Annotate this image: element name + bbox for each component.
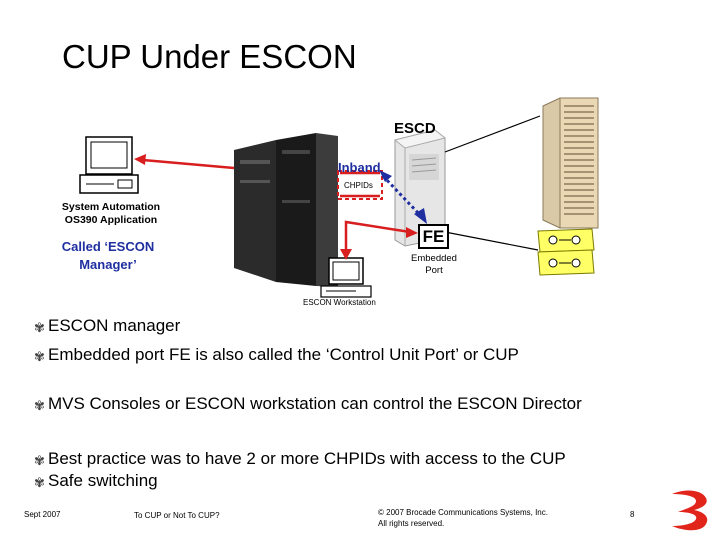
bullet-marker-icon: ✾ — [34, 475, 45, 490]
bullet-text: MVS Consoles or ESCON workstation can co… — [48, 394, 582, 413]
footer-date: Sept 2007 — [24, 510, 61, 519]
connection-escd-workstation — [344, 220, 411, 253]
bullet-text: Best practice was to have 2 or more CHPI… — [48, 449, 566, 468]
page-title: CUP Under ESCON — [62, 38, 357, 75]
embedded-port-label: Embedded Port — [411, 253, 457, 276]
bullet-item: ✾ Best practice was to have 2 or more CH… — [34, 449, 566, 469]
link-escd-storage — [444, 115, 541, 153]
brocade-logo-icon — [672, 490, 708, 531]
system-automation-label: System Automation OS390 Application — [61, 201, 161, 226]
chpids-label: CHPIDs — [344, 181, 373, 190]
bullet-marker-icon: ✾ — [34, 398, 45, 413]
footer-page-number: 8 — [630, 510, 635, 519]
footer-copyright: © 2007 Brocade Communications Systems, I… — [378, 508, 548, 517]
footer-presentation-title: To CUP or Not To CUP? — [134, 511, 220, 520]
fe-port-label: FE — [418, 224, 449, 249]
storage-rack-icon — [542, 97, 599, 229]
connection-mainframe-computer — [142, 158, 235, 170]
bullet-item: ✾ ESCON manager — [34, 316, 180, 336]
escon-workstation-label: ESCON Workstation — [303, 298, 376, 307]
inband-path — [381, 174, 422, 217]
bullet-text: Safe switching — [48, 471, 158, 490]
bullet-marker-icon: ✾ — [34, 349, 45, 364]
bullet-text: ESCON manager — [48, 316, 181, 335]
bullet-marker-icon: ✾ — [34, 320, 45, 335]
bullet-item: ✾ MVS Consoles or ESCON workstation can … — [34, 394, 582, 414]
tape-drives-icon — [537, 228, 595, 276]
escd-label: ESCD — [394, 120, 436, 137]
bullet-text: Embedded port FE is also called the ‘Con… — [48, 345, 519, 364]
inband-label: Inband — [338, 160, 381, 175]
bullet-marker-icon: ✾ — [34, 453, 45, 468]
bullet-item: ✾ Embedded port FE is also called the ‘C… — [34, 345, 519, 365]
bullet-item: ✾ Safe switching — [34, 471, 158, 491]
link-escd-tapes — [444, 231, 539, 251]
mainframe-icon — [234, 133, 338, 287]
escon-workstation-icon — [320, 257, 372, 298]
escd-director-icon — [393, 129, 447, 247]
system-automation-computer-icon — [79, 136, 139, 194]
chpids-box — [337, 170, 383, 200]
escon-manager-label: Called ‘ESCON Manager’ — [61, 239, 155, 272]
footer-rights: All rights reserved. — [378, 519, 445, 528]
